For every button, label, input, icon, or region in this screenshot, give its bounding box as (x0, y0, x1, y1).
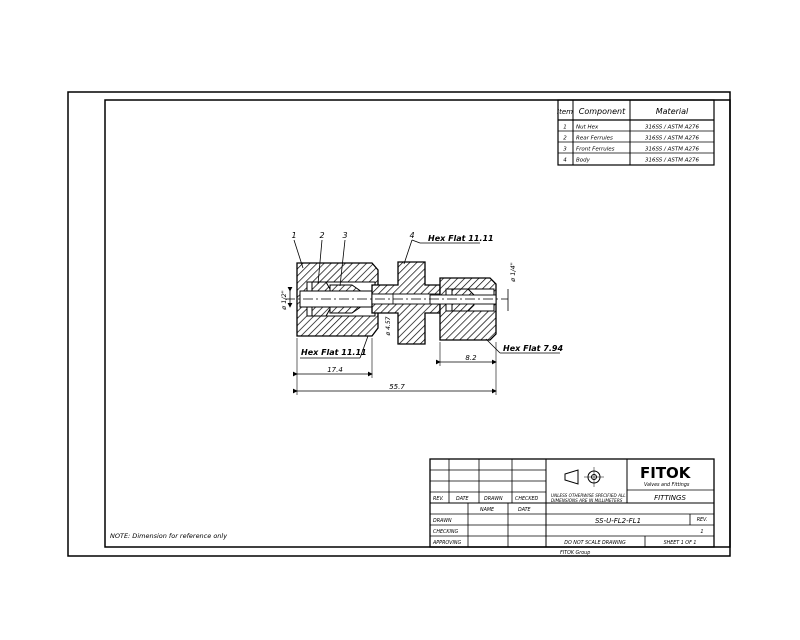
role-checking: CHECKING (433, 529, 458, 535)
table-header-item: Item (557, 108, 573, 116)
drawing-category: FITTINGS (654, 494, 686, 502)
callout-3: 3 (342, 231, 347, 240)
table-cell-item: 2 (563, 136, 567, 142)
role-approving: APPROVING (432, 540, 461, 546)
dia-inner-label: ø 4.57 (385, 316, 392, 336)
callout-4: 4 (409, 231, 414, 240)
table-cell-component: Front Ferrules (576, 147, 615, 153)
table-cell-material: 316SS / ASTM A276 (645, 147, 700, 153)
table-cell-component: Rear Ferrules (576, 136, 613, 142)
projection-note-1: UNLESS OTHERWISE SPECIFIED ALL (551, 493, 626, 498)
table-header-material: Material (656, 107, 689, 116)
do-not-scale-note: DO NOT SCALE DRAWING (564, 540, 626, 546)
table-cell-material: 316SS / ASTM A276 (645, 136, 700, 142)
projection-symbol-icon (564, 467, 604, 487)
table-cell-item: 4 (563, 158, 567, 164)
company-logo-subtitle: Valves and Fittings (644, 482, 690, 488)
rev-header-rev: REV. (433, 496, 444, 502)
projection-note-2: DIMENSIONS ARE IN MILLIMETERS (551, 498, 623, 503)
table-cell-item: 1 (563, 125, 567, 131)
length-nut-label: 17.4 (327, 366, 343, 374)
rev-header-drawn: DRAWN (484, 496, 503, 502)
rev-value: 1 (700, 529, 703, 535)
rev-header-checked: CHECKED (515, 496, 539, 502)
part-number: SS-U-FL2-FL1 (595, 517, 641, 525)
dia-right-label: ø 1/4" (509, 262, 517, 283)
company-logo: FITOK (640, 464, 692, 482)
table-cell-material: 316SS / ASTM A276 (645, 125, 700, 131)
callout-1: 1 (291, 231, 296, 240)
title-block (429, 458, 715, 548)
table-cell-material: 316SS / ASTM A276 (645, 158, 700, 164)
fitting-section-drawing (285, 239, 508, 345)
rev-header-date: DATE (456, 496, 470, 502)
hex-flat-body-label: Hex Flat 11.11 (428, 234, 494, 243)
name-header: NAME (480, 507, 495, 513)
hex-flat-nut-left-label: Hex Flat 11.11 (301, 348, 367, 357)
length-total-label: 55.7 (389, 383, 405, 391)
table-cell-item: 3 (563, 147, 567, 153)
dia-left-label: ø 1/2" (280, 290, 288, 311)
table-header-component: Component (579, 107, 626, 116)
dimension-lines (287, 287, 560, 395)
table-cell-component: Body (576, 158, 591, 164)
parts-table: Item Component Material 1 Nut Hex 316SS … (557, 99, 715, 166)
inner-frame (104, 99, 731, 548)
date-header: DATE (518, 507, 532, 513)
company-name: FITOK Group (560, 550, 590, 556)
callout-2: 2 (319, 231, 324, 240)
table-cell-component: Nut Hex (576, 125, 599, 131)
reference-note: NOTE: Dimension for reference only (110, 532, 227, 540)
sheet-number: SHEET 1 OF 1 (664, 540, 697, 546)
role-drawn: DRAWN (433, 518, 452, 524)
rev-label: REV. (697, 517, 708, 523)
hex-flat-nut-right-label: Hex Flat 7.94 (503, 344, 563, 353)
length-right-label: 8.2 (465, 354, 477, 362)
